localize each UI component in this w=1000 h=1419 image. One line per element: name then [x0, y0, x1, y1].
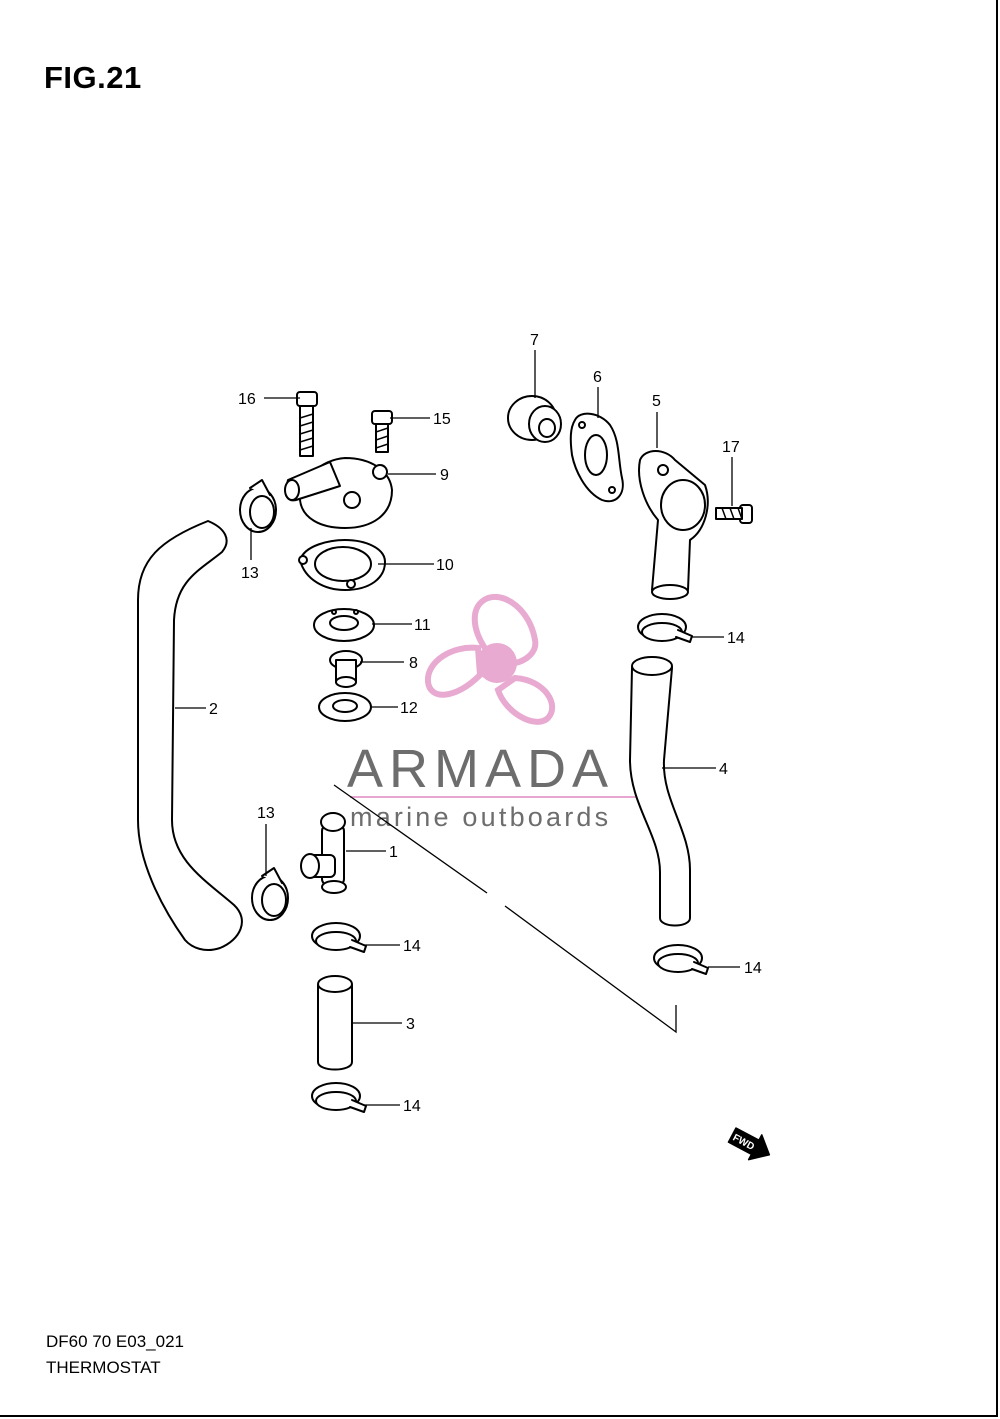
- callout-5: 5: [652, 393, 661, 410]
- callout-14-lower-right: 14: [744, 960, 762, 977]
- callout-4: 4: [719, 761, 728, 778]
- callout-9: 9: [440, 467, 449, 484]
- callout-12: 12: [400, 700, 418, 717]
- part-5-outlet-housing: [638, 450, 709, 600]
- callout-14-middle-left: 14: [403, 938, 421, 955]
- part-14-clamp-middle-left: [311, 922, 367, 953]
- fwd-arrow-icon: FWD: [727, 1127, 771, 1161]
- assembly-line-lower: [504, 905, 677, 1034]
- figure-title: FIG.21: [44, 60, 142, 95]
- part-8-thermostat: [329, 650, 363, 688]
- callout-2: 2: [209, 701, 218, 718]
- part-6-gasket: [569, 412, 624, 503]
- part-16-bolt: [296, 391, 318, 457]
- callout-6: 6: [593, 369, 602, 386]
- part-4-hose-end: [631, 656, 673, 676]
- part-3-short-hose: [317, 975, 353, 1071]
- part-4-hose: [629, 658, 691, 927]
- callout-3: 3: [406, 1016, 415, 1033]
- model-code: DF60 70 E03_021: [46, 1332, 184, 1351]
- callout-leaders: [175, 350, 740, 1106]
- callout-14-bottom-left: 14: [403, 1098, 421, 1115]
- section-name: THERMOSTAT: [46, 1358, 161, 1377]
- watermark-brand: ARMADA: [347, 739, 614, 799]
- part-9-thermostat-cover: [284, 457, 393, 529]
- watermark-tagline: marine outboards: [350, 802, 611, 832]
- part-17-bolt: [715, 504, 753, 524]
- callout-14-upper-right: 14: [727, 630, 745, 647]
- part-2-hose: [137, 520, 243, 951]
- callout-8: 8: [409, 655, 418, 672]
- callout-13-lower: 13: [257, 805, 275, 822]
- callout-16: 16: [238, 391, 256, 408]
- watermark-propeller-logo: [424, 593, 556, 725]
- part-13-upper-clamp: [239, 479, 277, 533]
- callout-17: 17: [722, 439, 740, 456]
- assembly-line-upper: [333, 784, 488, 894]
- part-10-gasket: [298, 539, 386, 591]
- callout-7: 7: [530, 332, 539, 349]
- callout-15: 15: [433, 411, 451, 428]
- part-14-clamp-bottom-left: [311, 1082, 367, 1113]
- part-14-clamp-upper-right: [637, 613, 693, 643]
- part-7-valve: [507, 395, 562, 443]
- part-15-bolt: [371, 410, 393, 453]
- part-14-clamp-lower-right: [653, 944, 709, 975]
- part-13-lower-clamp: [251, 867, 289, 921]
- part-12-seal: [318, 692, 372, 722]
- part-1-t-joint: [300, 812, 347, 894]
- callout-1: 1: [389, 844, 398, 861]
- part-11-seal: [313, 608, 375, 642]
- callout-11: 11: [414, 617, 431, 634]
- callout-10: 10: [436, 557, 454, 574]
- callout-13-upper: 13: [241, 565, 259, 582]
